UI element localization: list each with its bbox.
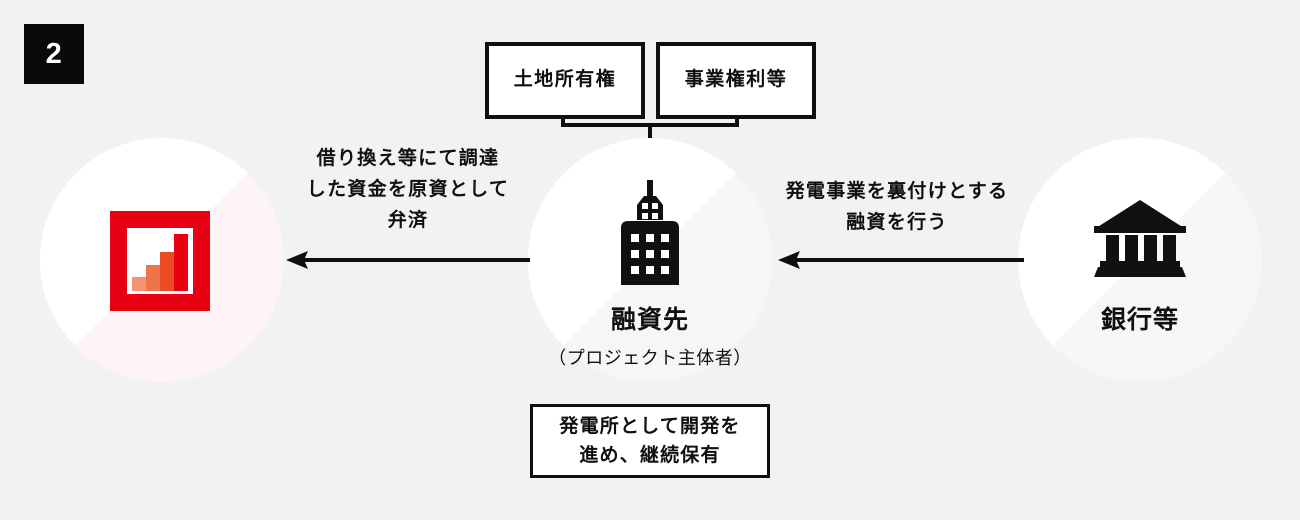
node-right-bank	[1018, 138, 1262, 382]
flow-repayment-label-line-3: 弁済	[387, 209, 429, 231]
top-box-land-ownership-label: 土地所有権	[513, 69, 617, 91]
node-center-title: 融資先	[610, 306, 689, 334]
step-number-text: 2	[45, 37, 63, 70]
bar-chart-bar-4	[174, 234, 188, 291]
flow-loan-label-line-2: 融資を行う	[846, 211, 948, 233]
bar-chart-bar-1	[132, 277, 146, 291]
node-right-title: 銀行等	[1100, 306, 1179, 334]
bottom-box-development-note: 発電所として開発を 進め、継続保有	[530, 404, 770, 478]
office-building-icon	[621, 180, 679, 285]
bar-chart-icon	[110, 211, 210, 311]
top-box-land-ownership: 土地所有権	[485, 42, 645, 119]
flow-loan-label-line-1: 発電事業を裏付けとする	[785, 181, 1009, 202]
bar-chart-icon-bars	[132, 233, 188, 291]
flow-loan-label: 発電事業を裏付けとする 融資を行う	[762, 177, 1032, 239]
flow-loan-arrow	[778, 251, 1024, 269]
bottom-box-line-2: 進め、継続保有	[579, 445, 721, 466]
top-box-business-rights: 事業権利等	[656, 42, 816, 119]
flow-repayment-arrow	[286, 251, 530, 269]
flow-repayment-label: 借り換え等にて調達 した資金を原資として 弁済	[268, 144, 548, 236]
connector-vertical-stub	[648, 123, 652, 139]
flow-repayment-label-line-2: した資金を原資として	[306, 178, 510, 200]
top-box-business-rights-label: 事業権利等	[684, 69, 788, 91]
bar-chart-bar-2	[146, 265, 160, 291]
step-number-badge: 2	[24, 24, 84, 84]
flow-repayment-label-line-1: 借り換え等にて調達	[316, 148, 500, 169]
bank-icon	[1094, 200, 1186, 277]
node-center-subtitle: （プロジェクト主体者）	[548, 348, 752, 368]
node-left-investor	[40, 138, 284, 382]
bottom-box-line-1: 発電所として開発を	[559, 415, 741, 437]
node-center-borrower	[528, 138, 772, 382]
bar-chart-bar-3	[160, 252, 174, 291]
